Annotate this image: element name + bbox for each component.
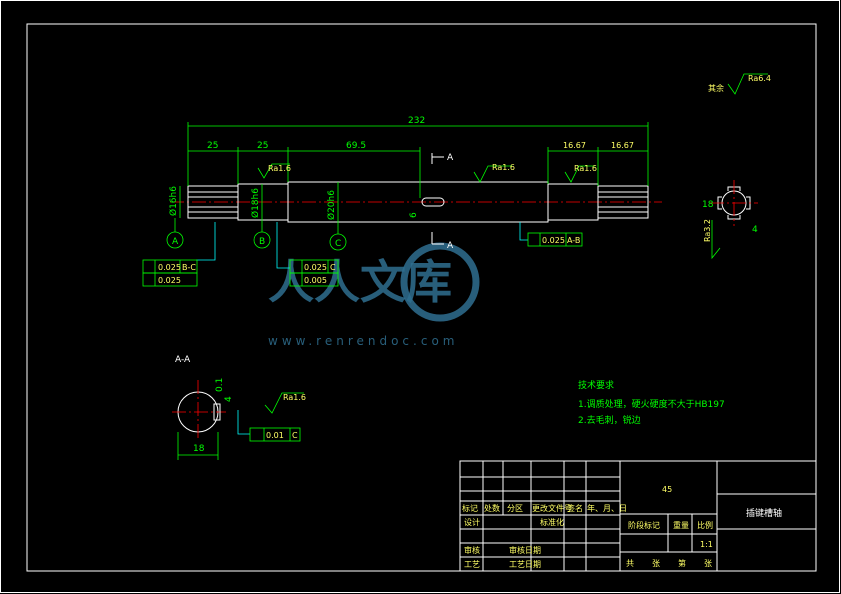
section-marker-top: A [447,153,454,163]
dim-2: 25 [257,141,268,151]
dimensions: 232 25 25 69.5 16.67 16.67 6 Ø16h6 Ø18h6… [168,116,649,251]
tb-stage-mark: 阶段标记 [628,520,660,530]
section-tol-datum: C [292,431,298,440]
shaft-front-view [170,181,662,223]
section-dim-4: 4 [224,396,234,402]
watermark: 人人文库 www.renrendoc.com [268,242,480,348]
other-roughness-value: Ra6.4 [748,74,771,83]
tb-standardize: 标准化 [540,517,564,527]
tb-material: 45 [662,485,672,494]
tb-design: 设计 [464,517,480,527]
end-view-roughness: Ra3.2 [703,219,712,242]
tb-approve-date: 审核日期 [509,545,541,555]
tol-4-value: 0.005 [304,276,327,285]
spline-end-view: 18 4 Ra3.2 [702,180,758,260]
tb-header-5: 签名 [567,503,583,513]
section-title: A-A [175,355,191,365]
tolerance-frame-right: 0.025 A-B [519,222,583,247]
roughness-3: Ra1.6 [574,164,597,173]
technical-notes: 技术要求 1.调质处理，硬火硬度不大于HB197 2.去毛刺，锐边 [578,379,725,426]
keyway [421,197,445,207]
datum-symbols: A B C [166,218,347,251]
dim-3: 69.5 [346,141,366,151]
tol-5-value: 0.025 [542,236,565,245]
diameter-18: Ø18h6 [250,188,261,218]
tb-review: 审核 [464,545,480,555]
tb-process: 工艺 [464,560,480,569]
end-view-dim-4: 4 [752,225,758,235]
tb-sheet-no: 第 [678,558,686,568]
tb-header-6: 年、月、日 [587,503,627,513]
tb-sheet-label: 张 [652,559,660,568]
tol-3-datum: C [330,263,336,272]
tolerance-frame-mid: 0.025 C 0.005 [276,222,339,287]
datum-c: C [335,239,341,249]
tb-sheet-of: 张 [704,559,712,568]
title-block: 标记 处数 分区 更改文件号 签名 年、月、日 设计 标准化 审核 审核日期 工… [459,460,817,572]
section-roughness: Ra1.6 [283,393,306,402]
right-spline-lines [598,191,648,213]
datum-a: A [172,237,179,247]
watermark-logo [400,242,480,322]
tb-header-3: 分区 [507,504,523,513]
tb-header-4: 更改文件号 [532,503,572,513]
roughness-2: Ra1.6 [492,163,515,172]
tol-1-datum: B-C [182,263,196,272]
tol-1-value: 0.025 [158,263,181,272]
tb-part-name: 插键槽轴 [746,507,782,519]
diameter-16: Ø16h6 [168,186,179,216]
inner-frame [26,23,817,572]
dim-1: 25 [207,141,218,151]
tb-scale: 1:1 [700,540,713,549]
section-marker-bottom: A [447,241,454,251]
roughness-1: Ra1.6 [268,164,291,173]
dim-overall-length: 232 [408,116,425,126]
end-view-dim-18: 18 [702,200,714,210]
right-spline [597,185,649,219]
tb-header-2: 处数 [484,503,500,513]
note-1: 1.调质处理，硬火硬度不大于HB197 [578,398,725,410]
notes-title: 技术要求 [578,379,614,391]
datum-b: B [259,237,265,247]
left-spline-lines [188,191,238,213]
tolerance-frame-left: 0.025 B-C 0.025 [142,222,216,287]
note-2: 2.去毛刺，锐边 [578,414,641,426]
tb-header-1: 标记 [462,503,478,513]
tb-sheet-total: 共 [626,559,634,568]
tol-5-datum: A-B [567,236,580,245]
watermark-text: 人人文库 [268,255,452,309]
dim-5: 16.67 [611,141,634,150]
section-tol-value: 0.01 [266,431,284,440]
section-dim-01: 0.1 [215,378,225,392]
other-roughness-label: 其余 [708,83,724,93]
other-roughness: 其余 Ra6.4 [708,73,771,95]
keyway-dim: 6 [409,212,419,218]
diameter-20: Ø20h6 [326,190,337,220]
watermark-url: www.renrendoc.com [268,334,458,348]
tol-2-value: 0.025 [158,276,181,285]
dim-4: 16.67 [563,141,586,150]
section-a-a: A-A 18 4 0.1 Ra1.6 0.01 C [172,355,306,460]
section-dim-18: 18 [193,444,205,454]
tb-weight: 重量 [673,520,689,530]
tb-process-date: 工艺日期 [509,560,541,569]
tb-ratio: 比例 [697,520,713,530]
tol-3-value: 0.025 [304,263,327,272]
